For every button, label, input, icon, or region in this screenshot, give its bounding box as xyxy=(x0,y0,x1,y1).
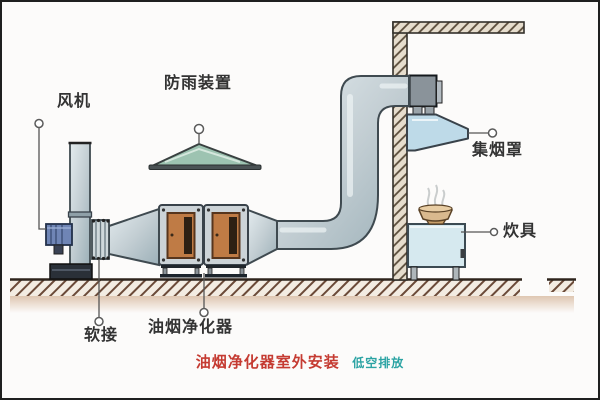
stove-leg xyxy=(452,266,460,281)
bottom-caption: 油烟净化器室外安装 低空排放 xyxy=(2,351,598,372)
purifier-marker-dot xyxy=(199,307,209,318)
rain-cover-marker-dot xyxy=(193,123,205,135)
purifier-outlet-cone xyxy=(247,208,278,266)
smoke-hood-marker-dot xyxy=(487,128,498,138)
purifier-label: 油烟净化器 xyxy=(148,319,234,336)
fan-label: 风机 xyxy=(57,93,92,110)
caption-main-text: 油烟净化器室外安装 xyxy=(195,354,340,371)
fan-unit xyxy=(45,141,93,280)
building-wall xyxy=(392,21,408,281)
fan-marker-dot xyxy=(34,118,44,129)
purifier-unit-1 xyxy=(158,204,204,279)
fan-chimney-duct xyxy=(69,142,91,267)
purifier-inlet-cone xyxy=(108,207,160,267)
fan-leader-line xyxy=(38,128,46,230)
fan-motor xyxy=(45,223,73,246)
exhaust-duct xyxy=(273,75,410,250)
flexible-joint xyxy=(91,218,110,261)
steam xyxy=(426,184,446,208)
fan-base xyxy=(49,263,93,280)
smoke-collection-hood xyxy=(406,113,469,152)
stove-leg xyxy=(410,266,418,281)
flexible-joint-label: 软接 xyxy=(84,327,119,344)
hood-connector xyxy=(408,74,443,115)
ceiling xyxy=(392,21,525,34)
rain-cover xyxy=(148,143,262,170)
ground xyxy=(10,278,576,313)
cooking-pot xyxy=(417,204,454,225)
cooker-marker-dot xyxy=(489,227,499,237)
stove xyxy=(407,223,466,281)
ground-stub xyxy=(549,280,574,292)
smoke-hood-label: 集烟罩 xyxy=(472,142,524,159)
flexible-joint-marker-dot xyxy=(94,316,104,327)
cooker-label: 炊具 xyxy=(503,223,538,240)
purifier-unit-2 xyxy=(203,204,249,279)
caption-sub-text: 低空排放 xyxy=(352,356,405,370)
rain-cover-label: 防雨装置 xyxy=(164,75,233,92)
duct-joint xyxy=(67,211,93,218)
